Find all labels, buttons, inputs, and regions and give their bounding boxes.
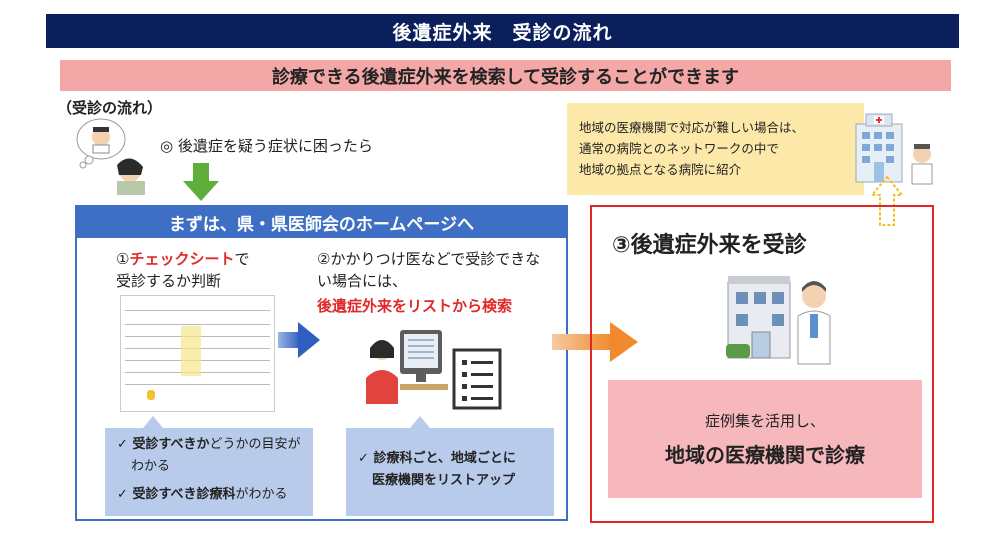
woman-at-computer-illustration: [366, 330, 448, 404]
list-benefits: ✓ 診療科ごと、地域ごとに 医療機関をリストアップ: [346, 428, 554, 516]
right-arrow-icon: [278, 322, 320, 358]
benefit-bold: 受診すべきか: [132, 437, 210, 452]
step-1-text: ①チェックシートで 受診するか判断: [116, 248, 249, 292]
post-covid-clinic-panel: [590, 205, 934, 523]
check-icon: ✓: [117, 437, 128, 452]
clinic-doctor-illustration: [726, 276, 831, 365]
check-icon: ✓: [358, 451, 369, 466]
benefit-text: どうかの目安が: [209, 437, 301, 452]
benefit-text: 診療科ごと、地域ごとに: [373, 451, 516, 466]
step-1-suffix: で: [234, 250, 250, 268]
down-arrow-icon: [183, 163, 219, 201]
hospital-illustration: [855, 113, 933, 185]
homepage-panel: [75, 205, 568, 521]
bubble-tail: [410, 416, 430, 428]
pink-line-2: 地域の医療機関で診療: [665, 443, 865, 467]
benefit-text: がわかる: [235, 487, 288, 502]
callout-line: 地域の医療機関で対応が難しい場合は、: [579, 120, 805, 135]
pink-line-1: 症例集を活用し、: [704, 412, 825, 430]
up-arrow-icon: [870, 175, 904, 226]
step-2-line1: ②かかりつけ医などで受診できな: [317, 250, 541, 268]
page-title: 後遺症外来 受診の流れ: [46, 14, 959, 48]
step-2-line2: い場合には、: [317, 272, 408, 290]
step-1-line2: 受診するか判断: [116, 272, 222, 290]
check-sheet-highlight: チェックシート: [129, 250, 235, 268]
check-sheet-benefits: ✓ 受診すべきかどうかの目安が わかる ✓ 受診すべき診療科がわかる: [105, 428, 313, 516]
patient-thinking-illustration: [76, 118, 145, 195]
local-care-box: 症例集を活用し、 地域の医療機関で診療: [608, 380, 922, 498]
check-icon: ✓: [117, 487, 128, 502]
callout-line: 地域の拠点となる病院に紹介: [579, 162, 742, 177]
referral-callout: 地域の医療機関で対応が難しい場合は、 通常の病院とのネットワークの中で 地域の拠…: [567, 103, 864, 195]
list-search-highlight: 後遺症外来をリストから検索: [317, 297, 513, 315]
step-2-text: ②かかりつけ医などで受診できな い場合には、 後遺症外来をリストから検索: [317, 248, 540, 317]
step-3-title: ③後遺症外来を受診: [612, 233, 807, 258]
step-1-prefix: ①: [116, 250, 130, 268]
homepage-panel-title: まずは、県・県医師会のホームページへ: [77, 207, 566, 238]
symptom-trigger-text: ◎ 後遺症を疑う症状に困ったら: [160, 137, 373, 155]
benefit-bold: 受診すべき診療科: [132, 487, 236, 502]
callout-line: 通常の病院とのネットワークの中で: [579, 141, 779, 156]
benefit-text: わかる: [131, 459, 171, 474]
list-document-icon: [452, 348, 502, 410]
flow-label: （受診の流れ）: [57, 99, 163, 117]
benefit-text: 医療機関をリストアップ: [372, 473, 516, 488]
subtitle-banner: 診療できる後遺症外来を検索して受診することができます: [60, 60, 951, 91]
orange-right-arrow-icon: [552, 322, 638, 362]
check-sheet-thumbnail: [120, 295, 275, 412]
bubble-tail: [143, 416, 163, 428]
